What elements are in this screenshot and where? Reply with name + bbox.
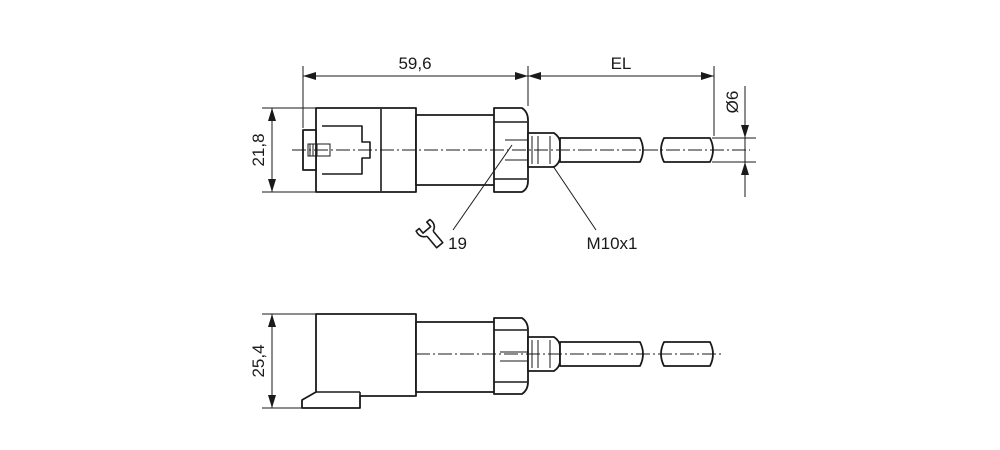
dimension-height-bottom-label: 25,4 [249,344,268,377]
thread-label: M10x1 [586,234,637,253]
dimension-el-label: EL [611,54,632,73]
dimension-height-top: 21,8 [249,107,316,193]
wrench-icon [415,218,444,249]
dimension-length-label: 59,6 [398,54,431,73]
top-probe-tip [660,137,714,163]
top-hex-nut [493,107,529,193]
top-view [292,107,750,193]
dimension-length: 59,6 [302,54,529,128]
wrench-size-label: 19 [448,234,467,253]
wrench-size-callout: 19 [415,144,513,253]
dimension-height-top-label: 21,8 [249,133,268,166]
bottom-view [301,313,722,409]
bottom-connector-housing [301,313,417,409]
thread-callout: M10x1 [552,165,638,253]
dimension-diameter: Ø6 [712,86,756,197]
dimension-el: EL [528,54,715,136]
bottom-hex-nut [493,317,529,395]
dimension-height-bottom: 25,4 [249,313,316,409]
dimension-diameter-label: Ø6 [723,91,742,114]
bottom-sensor-body [415,321,497,393]
